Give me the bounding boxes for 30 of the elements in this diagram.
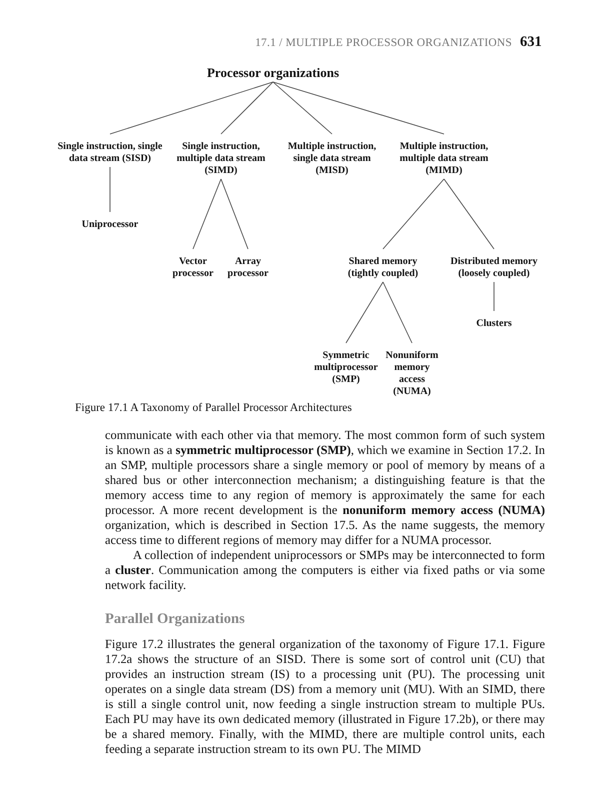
node-label: Vector processor (172, 256, 214, 280)
tree-line (444, 178, 494, 250)
body-paragraph: communicate with each other via that memory. The most common form of such system is known as a symmetric multiprocessor (SMP), which we examine in Section 17.2. In an SMP, multiple processors share a single memory or pool of memory by means of a shared bus or other interconnection mechanism; a distinguishing feature is that the memory access time to any region of memory is approximately the same for each processor. A more recent development is the nonuniform memory access (NUMA) organization, which is described in Section 17.5. As the name suggests, the memory access time to different regions of memory may differ for a NUMA processor. (105, 428, 545, 548)
tree-line (220, 178, 248, 250)
tree-line (272, 82, 444, 134)
tree-line (382, 178, 444, 250)
section-heading: Parallel Organizations (105, 611, 245, 628)
tree-line (110, 82, 274, 134)
tree-line (192, 178, 222, 250)
running-header: 17.1 / MULTIPLE PROCESSOR ORGANIZATIONS (255, 37, 512, 49)
body-paragraph: Figure 17.2 illustrates the general organization of the taxonomy of Figure 17.1. Figure 17.2a shows the structure of an SISD. There is some sort of control unit (CU) that provides an instruction stream (IS) to a processing unit (PU). The processing unit operates on a single data stream (DS) from a memory unit (MU). With an SIMD, there is still a single control unit, now feeding a single instruction stream to multiple PUs. Each PU may have its own dedicated memory (illustrated in Figure 17.2b), or there may be a shared memory. Finally, with the MIMD, there are multiple control units, each feeding a separate instruction stream to its own PU. The MIMD (105, 637, 545, 757)
tree-line (346, 282, 384, 344)
tree-line (382, 282, 412, 344)
node-label: Multiple instruction, multiple data stream (MIMD) (398, 141, 490, 177)
tree-line (272, 82, 332, 134)
node-label: Single instruction, multiple data stream (SIMD) (176, 141, 266, 177)
node-label: Distributed memory (loosely coupled) (450, 256, 538, 280)
figure-caption: Figure 17.1 A Taxonomy of Parallel Processor Architectures (75, 402, 352, 414)
node-label: Processor organizations (206, 65, 340, 80)
node-label: Multiple instruction, single data stream (MISD) (286, 141, 378, 177)
node-label: Single instruction, single data stream (SISD) (56, 141, 164, 165)
body-paragraph: A collection of independent uniprocessors or SMPs may be interconnected to form a cluster. Communication among the computers is either via fixed paths or via some network facility. (105, 548, 545, 593)
node-label: Nonuniform memory access (NUMA) (384, 350, 440, 398)
node-label: Uniprocessor (82, 219, 138, 231)
page-number: 631 (520, 34, 542, 51)
node-label: Clusters (476, 318, 512, 330)
node-label: Shared memory (tightly coupled) (346, 256, 420, 280)
tree-line (220, 82, 274, 134)
node-label: Symmetric multiprocessor (SMP) (313, 350, 379, 386)
node-label: Array processor (226, 256, 270, 280)
